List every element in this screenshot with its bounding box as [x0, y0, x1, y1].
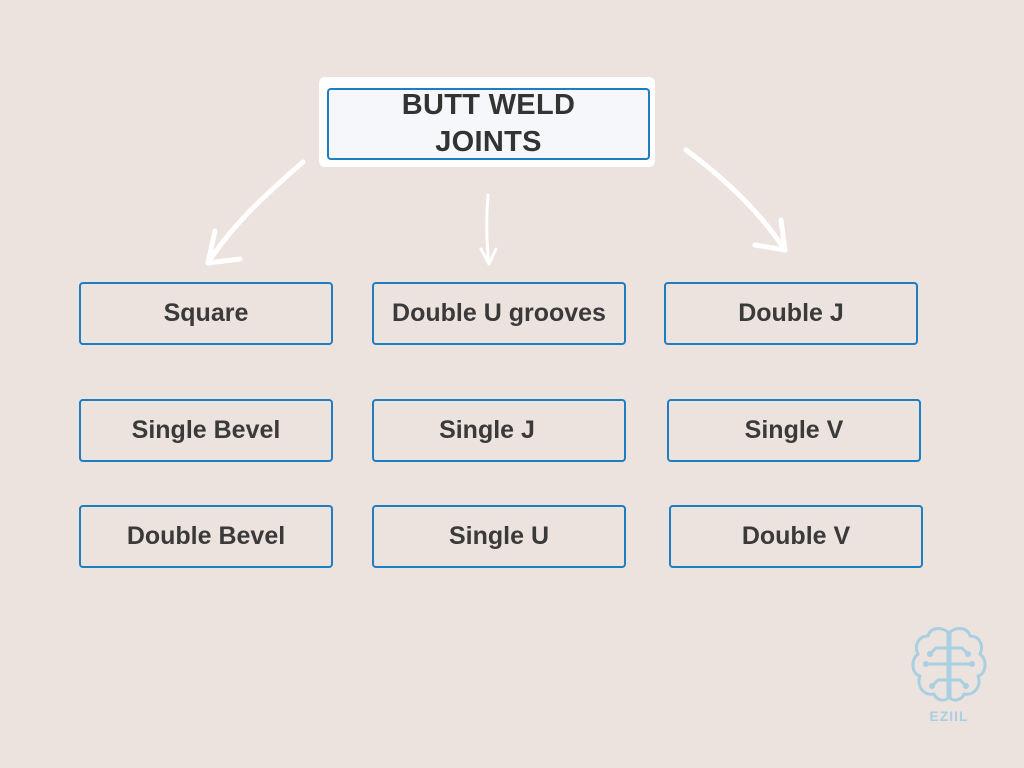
node-square: Square	[79, 282, 333, 345]
title-box: BUTT WELD JOINTS	[327, 88, 650, 160]
logo-wordmark: EZIIL	[929, 708, 969, 724]
node-label: Single U	[448, 522, 549, 550]
node-single-bevel: Single Bevel	[79, 399, 333, 462]
left-arrow	[205, 159, 306, 266]
node-label: Double V	[741, 522, 851, 550]
node-label: Double Bevel	[126, 522, 286, 550]
node-single-u: Single U	[372, 505, 626, 568]
node-label: Square	[163, 299, 249, 327]
node-label: Single J	[439, 416, 535, 444]
title-line-1: BUTT WELD	[401, 89, 576, 121]
title-line-2: JOINTS	[435, 126, 542, 158]
node-single-j: Single J	[372, 399, 626, 462]
node-label: Double U grooves	[392, 299, 606, 327]
node-double-v: Double V	[669, 505, 923, 568]
node-label: Single V	[744, 416, 844, 444]
node-single-v: Single V	[667, 399, 921, 462]
node-label: Single Bevel	[131, 416, 281, 444]
node-double-j: Double J	[664, 282, 918, 345]
right-arrow	[683, 147, 788, 253]
node-double-u-grooves: Double U grooves	[372, 282, 626, 345]
diagram-title: BUTT WELD JOINTS	[389, 87, 589, 161]
center-arrow	[479, 193, 498, 266]
node-double-bevel: Double Bevel	[79, 505, 333, 568]
brain-circuit-icon	[911, 627, 987, 702]
node-label: Double J	[738, 299, 844, 327]
